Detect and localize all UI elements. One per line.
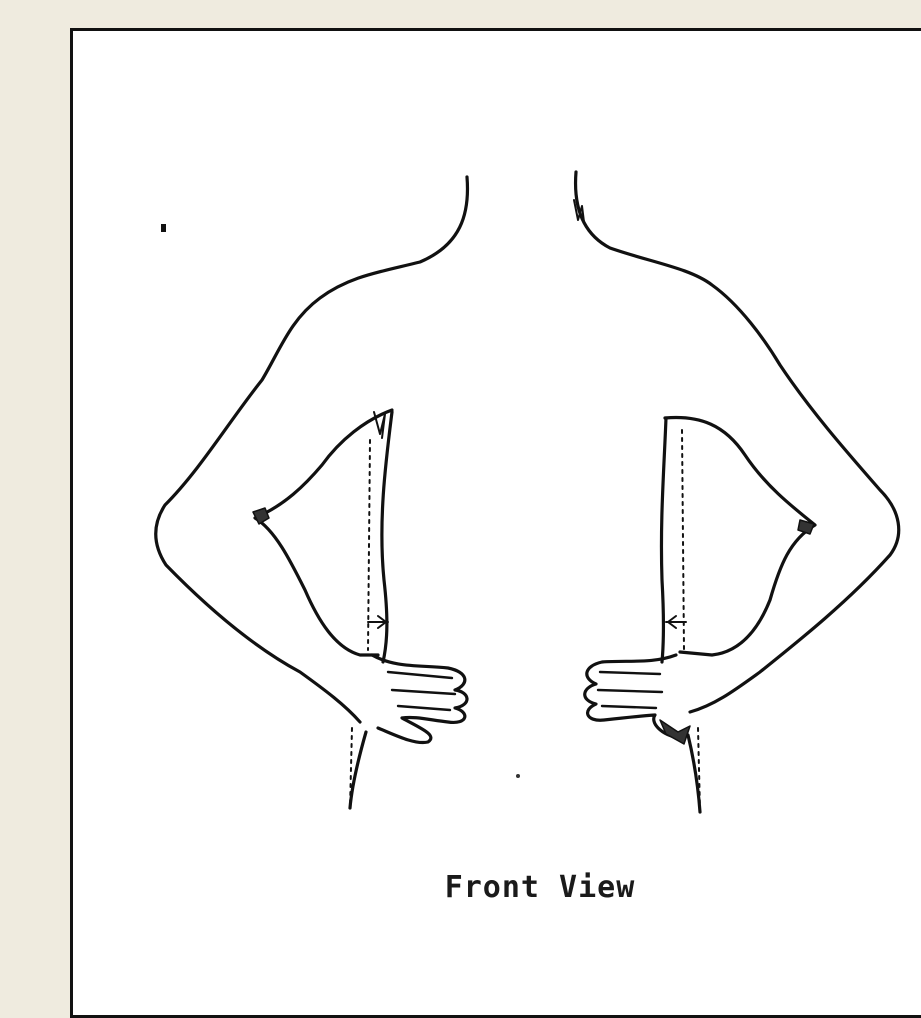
speck-mark — [516, 774, 520, 778]
right-finger-lines — [598, 672, 662, 708]
left-finger-lines — [388, 672, 455, 710]
right-arm-hole-outline — [665, 417, 815, 655]
right-torso-side-line — [661, 418, 666, 662]
left-elbow-shading — [253, 508, 269, 524]
right-waist-arrow — [666, 616, 686, 628]
left-arm-hole-outline — [255, 410, 392, 655]
left-waist-arrow — [368, 616, 388, 628]
right-hip-shading — [660, 720, 690, 744]
figure-caption: Front View — [0, 870, 921, 905]
right-dotted-reference-line — [682, 430, 684, 650]
right-neck-shoulder-arm-outline — [576, 172, 899, 712]
left-hand-outline — [372, 655, 467, 743]
speck-mark — [161, 224, 166, 232]
left-dotted-reference-line — [368, 440, 370, 650]
left-neck-shoulder-arm-outline — [156, 177, 468, 722]
